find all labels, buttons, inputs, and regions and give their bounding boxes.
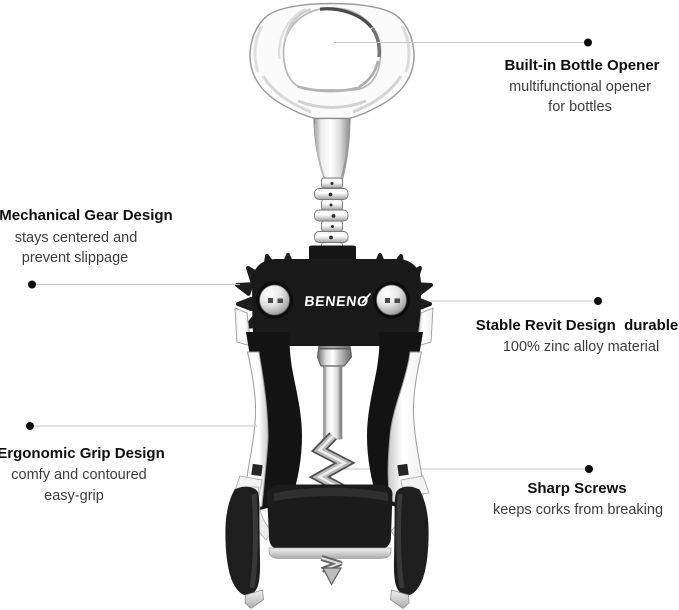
svg-text:BENENO: BENENO xyxy=(303,294,369,310)
